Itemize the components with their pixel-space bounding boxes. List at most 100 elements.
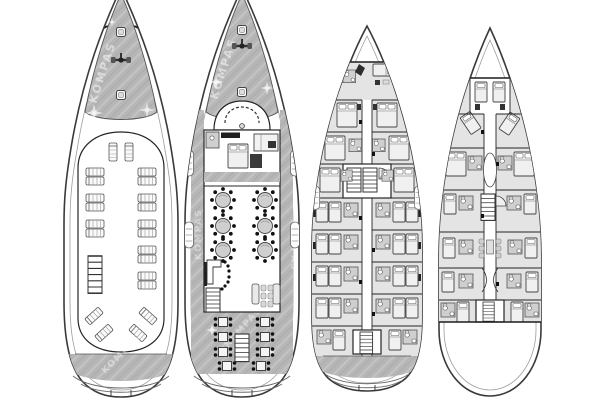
lounge-sofa	[251, 283, 260, 305]
bathroom	[467, 155, 483, 171]
captain-bed	[227, 143, 249, 169]
cabin-bed	[392, 201, 406, 223]
bathroom	[375, 266, 391, 282]
cabin-walls	[312, 99, 422, 356]
sun-lounger	[108, 142, 118, 162]
sun-lounger	[137, 219, 157, 229]
stern-teak-deck	[312, 356, 422, 378]
bathroom	[375, 298, 391, 314]
cabin-bed	[388, 329, 402, 351]
stern-step-line	[72, 375, 170, 389]
cabin-bed	[456, 301, 470, 323]
crew-bed	[372, 63, 394, 77]
crew-locker	[355, 64, 365, 76]
sun-lounger	[137, 193, 157, 203]
cabin-doors	[481, 130, 499, 286]
sun-lounger	[85, 219, 105, 229]
toilet	[209, 135, 215, 141]
sun-lounger	[137, 254, 157, 264]
tender-boat	[185, 221, 194, 249]
deck-sun-deck: KOMPAS KOMPAS KOMPA	[63, 0, 179, 398]
cabin-bed	[319, 167, 341, 193]
cabin-bed	[524, 237, 538, 259]
deck-hatch	[237, 87, 247, 97]
bathroom	[343, 298, 359, 314]
cabin-bed	[392, 265, 406, 287]
deck-bridge-deck: KOMPAS KOMPAS KOMPAS KOMPAS KOMPAS	[184, 0, 300, 398]
stern-step-line	[332, 380, 402, 389]
bathroom	[524, 302, 540, 318]
crew-bed	[474, 81, 488, 103]
cabinet	[268, 141, 276, 148]
deck-hatch	[116, 90, 126, 100]
curved-corridor-walls	[481, 267, 499, 293]
ship-name-watermark: KOMPAS	[194, 209, 204, 260]
side-walkway	[191, 110, 204, 374]
sun-deck-interior: KOMPAS KOMPAS KOMPA	[64, 0, 178, 381]
stair-landing	[483, 152, 497, 188]
cabin-doors	[359, 120, 375, 316]
cleat	[103, 25, 109, 29]
sun-lounger	[137, 280, 157, 290]
cabin-bed	[392, 233, 406, 255]
deck-hatch	[237, 25, 247, 35]
sun-lounger	[85, 193, 105, 203]
bathroom	[507, 239, 523, 255]
tender-boat	[414, 185, 422, 210]
bathroom	[497, 155, 513, 171]
cabin-bed	[328, 233, 342, 255]
bathroom	[506, 195, 522, 211]
cabinet	[375, 80, 380, 85]
bridge-deck-interior: KOMPAS KOMPAS KOMPAS KOMPAS KOMPAS	[185, 0, 299, 374]
sun-lounger	[137, 202, 157, 212]
bathroom	[340, 169, 353, 182]
cabin-bed	[315, 233, 329, 255]
sun-lounger	[137, 167, 157, 177]
sun-lounger	[85, 167, 105, 177]
helm-wheel	[239, 123, 245, 129]
cabin-bed	[328, 297, 342, 319]
cabin-bed	[442, 237, 456, 259]
nightstand	[357, 104, 361, 110]
cabin-bed	[510, 301, 524, 323]
cabin-bed	[336, 102, 358, 128]
cabin-bed	[392, 297, 406, 319]
wardrobe	[250, 154, 262, 168]
sun-deck-platform	[77, 131, 165, 353]
cabin-bed	[315, 297, 329, 319]
cabin-bed	[315, 265, 329, 287]
hull-windows	[313, 210, 421, 281]
cabin-bed	[332, 329, 346, 351]
cabin-bed	[388, 135, 410, 161]
bathroom	[458, 195, 474, 211]
bathroom	[343, 234, 359, 250]
deck-ladder	[87, 255, 103, 294]
sun-lounger	[137, 245, 157, 255]
stairway	[205, 287, 221, 313]
stern-step-line	[201, 383, 283, 393]
cabinet	[500, 104, 505, 110]
crew-bed	[492, 81, 506, 103]
table	[382, 79, 390, 85]
side-walkway	[280, 110, 293, 374]
cabin-deck-interior	[312, 61, 422, 378]
lounge-sofa	[272, 283, 281, 305]
corridor	[362, 100, 372, 356]
cabin-bed	[328, 265, 342, 287]
cabin-bed	[328, 201, 342, 223]
bathroom	[458, 273, 474, 289]
bathroom	[348, 138, 362, 152]
cleat	[133, 25, 139, 29]
curved-stair	[495, 195, 507, 207]
bathroom	[343, 266, 359, 282]
cabin-bed	[405, 265, 419, 287]
stairway	[359, 331, 374, 355]
bathroom	[316, 329, 332, 345]
mess-table	[486, 239, 494, 255]
sun-lounger	[137, 176, 157, 186]
sun-lounger	[137, 228, 157, 238]
deck-hatch	[116, 27, 126, 37]
nav-equipment	[221, 132, 240, 138]
cabin-bed	[525, 271, 539, 293]
